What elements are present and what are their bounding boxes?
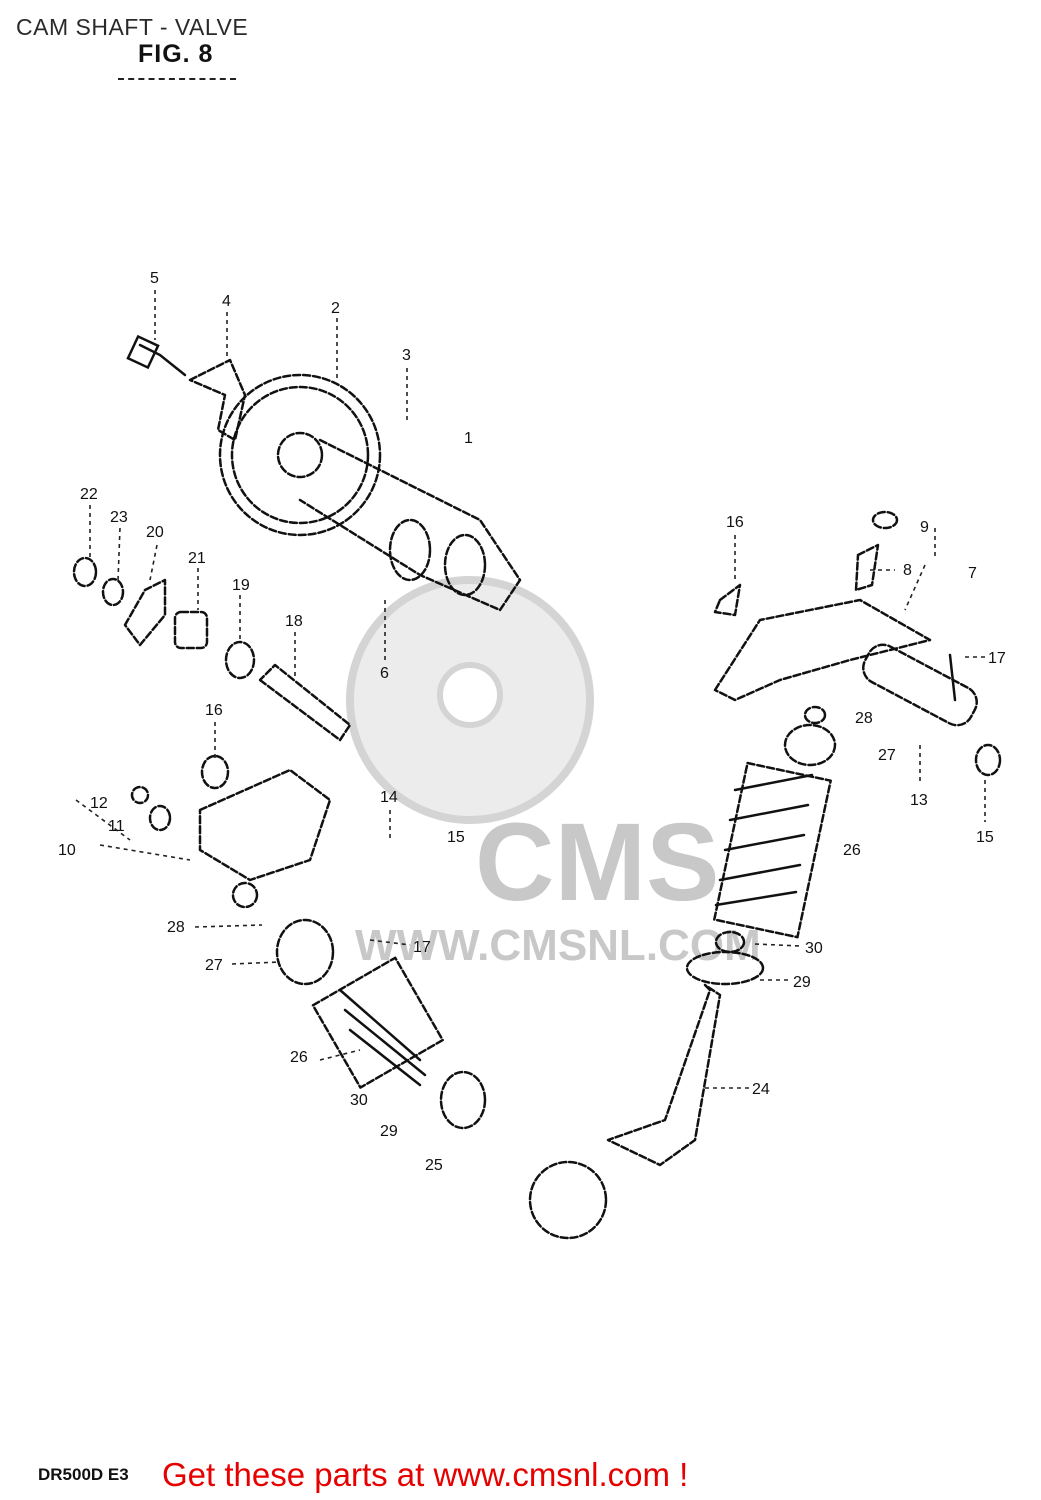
callout-19: 19 [232, 577, 250, 594]
callout-10: 10 [58, 842, 76, 859]
parts-shop-link[interactable]: Get these parts at www.cmsnl.com ! [162, 1456, 689, 1493]
callout-12: 12 [90, 795, 108, 812]
callout-9: 9 [920, 519, 929, 536]
callout-18: 18 [285, 613, 303, 630]
callout-22: 22 [80, 486, 98, 503]
watermark-url: WWW.CMSNL.COM [355, 921, 761, 970]
callout-16b: 16 [205, 702, 223, 719]
callout-16a: 16 [726, 514, 744, 531]
callout-14: 14 [380, 789, 398, 806]
watermark-brand: CMS [475, 801, 719, 924]
model-code: DR500D E3 [38, 1465, 129, 1484]
sprocket-bolt [126, 334, 187, 377]
watermark: CMS WWW.CMSNL.COM [346, 576, 761, 970]
left-rocker-assembly [130, 754, 332, 909]
cam-sprocket [218, 373, 382, 537]
callout-26b: 26 [290, 1049, 308, 1066]
decompression-parts [72, 556, 352, 742]
callout-15a: 15 [447, 829, 465, 846]
callout-25: 25 [425, 1157, 443, 1174]
callout-30a: 30 [805, 940, 823, 957]
callout-27b: 27 [205, 957, 223, 974]
watermark-mascot-eye [437, 662, 503, 728]
callout-6: 6 [380, 665, 389, 682]
callout-20: 20 [146, 524, 164, 541]
callout-29b: 29 [380, 1123, 398, 1140]
callout-21: 21 [188, 550, 206, 567]
callout-23: 23 [110, 509, 128, 526]
callout-1: 1 [464, 430, 473, 447]
callout-15b: 15 [976, 829, 994, 846]
callout-17b: 17 [413, 939, 431, 956]
callout-29a: 29 [793, 974, 811, 991]
right-rocker-assembly [713, 510, 1002, 777]
callout-labels: 1 2 3 4 5 6 7 8 9 10 11 12 13 14 15 15 1… [58, 270, 1006, 1174]
callout-17a: 17 [988, 650, 1006, 667]
figure-underline [118, 78, 236, 80]
callout-5: 5 [150, 270, 159, 287]
callout-30b: 30 [350, 1092, 368, 1109]
callout-4: 4 [222, 293, 231, 310]
callout-2: 2 [331, 300, 340, 317]
callout-7: 7 [968, 565, 977, 582]
right-valve-assembly [606, 705, 837, 1167]
callout-24: 24 [752, 1081, 770, 1098]
callout-8: 8 [903, 562, 912, 579]
callout-13: 13 [910, 792, 928, 809]
callout-28b: 28 [167, 919, 185, 936]
camshaft [298, 438, 522, 612]
callout-3: 3 [402, 347, 411, 364]
left-valve-assembly [275, 918, 608, 1240]
callout-11: 11 [108, 818, 125, 835]
figure-label: FIG. 8 [138, 40, 214, 68]
lock-washer [188, 358, 247, 442]
page-title: CAM SHAFT - VALVE [16, 14, 249, 40]
leader-lines [75, 290, 986, 1089]
callout-27a: 27 [878, 747, 896, 764]
callout-28a: 28 [855, 710, 873, 727]
callout-26a: 26 [843, 842, 861, 859]
